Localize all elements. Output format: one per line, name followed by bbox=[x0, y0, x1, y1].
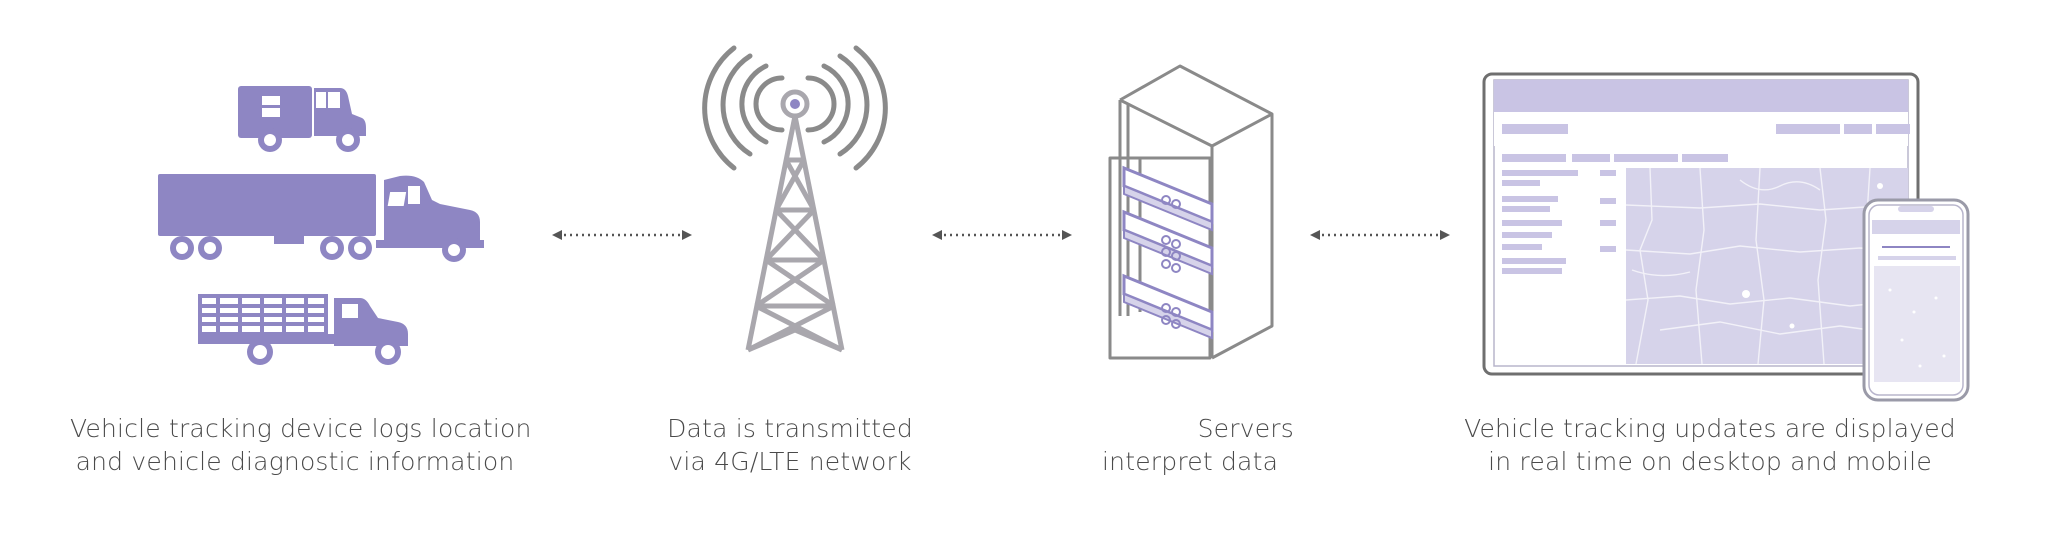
caption-display-line-1: Vehicle tracking updates are displayed bbox=[1464, 414, 1956, 443]
box-truck-icon bbox=[238, 86, 366, 152]
caption-tower: Data is transmitted via 4G/LTE network bbox=[640, 412, 940, 478]
caption-servers-line-2: interpret data bbox=[1102, 447, 1279, 476]
mobile-phone-icon bbox=[1862, 198, 1970, 402]
connector-arrow-1 bbox=[552, 230, 692, 240]
vehicles-group bbox=[158, 86, 484, 365]
signal-waves-icon bbox=[702, 45, 888, 171]
server-unit bbox=[1122, 209, 1214, 276]
caption-display: Vehicle tracking updates are displayed i… bbox=[1460, 412, 1960, 478]
caption-servers: Servers interpret data bbox=[1090, 412, 1320, 478]
caption-servers-line-1: Servers bbox=[1197, 414, 1294, 443]
connector-arrow-3 bbox=[1310, 230, 1450, 240]
caption-vehicles-line-1: Vehicle tracking device logs location bbox=[70, 414, 532, 443]
map-view bbox=[1625, 167, 1909, 365]
caption-vehicles: Vehicle tracking device logs location an… bbox=[70, 412, 532, 478]
server-unit bbox=[1122, 273, 1214, 340]
caption-tower-line-2: via 4G/LTE network bbox=[668, 447, 912, 476]
cell-tower-icon bbox=[702, 45, 888, 353]
caption-display-line-2: in real time on desktop and mobile bbox=[1488, 447, 1932, 476]
caption-vehicles-line-2: and vehicle diagnostic information bbox=[75, 447, 515, 476]
flatbed-truck-icon bbox=[198, 294, 408, 365]
server-unit bbox=[1122, 165, 1214, 232]
semi-truck-icon bbox=[158, 174, 484, 262]
desktop-monitor-icon bbox=[1482, 72, 1920, 376]
caption-tower-line-1: Data is transmitted bbox=[667, 414, 913, 443]
connector-arrow-2 bbox=[932, 230, 1072, 240]
server-rack-icon bbox=[1108, 64, 1274, 360]
